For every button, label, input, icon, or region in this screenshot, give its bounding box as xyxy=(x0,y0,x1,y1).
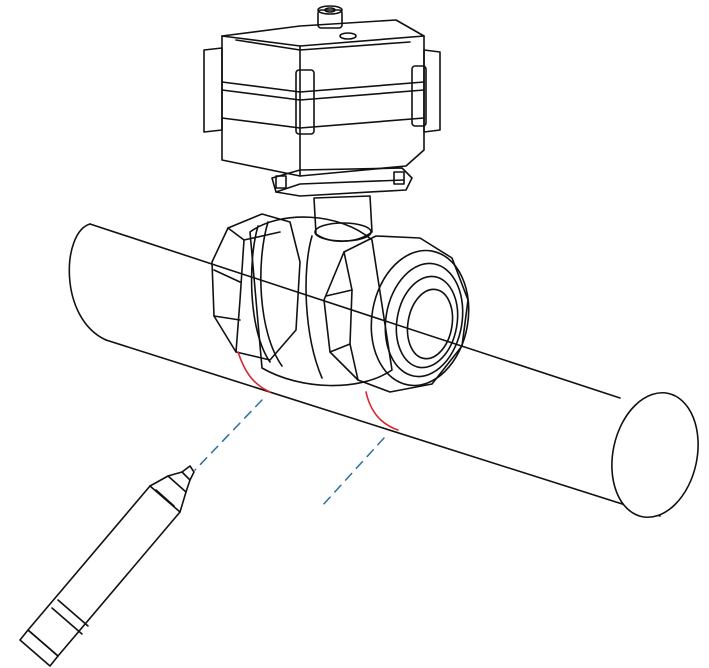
left-guide-line xyxy=(194,399,263,471)
left-cut-mark xyxy=(237,351,271,393)
valve-stem xyxy=(271,167,413,243)
valve-body xyxy=(211,213,470,393)
guide-lines xyxy=(194,399,385,507)
cut-marks xyxy=(237,351,399,431)
right-cut-mark xyxy=(365,391,399,431)
valve-actuator-icon xyxy=(203,5,441,177)
right-guide-line xyxy=(321,437,385,507)
pipe xyxy=(51,223,699,519)
marker-pen-icon xyxy=(19,465,195,667)
